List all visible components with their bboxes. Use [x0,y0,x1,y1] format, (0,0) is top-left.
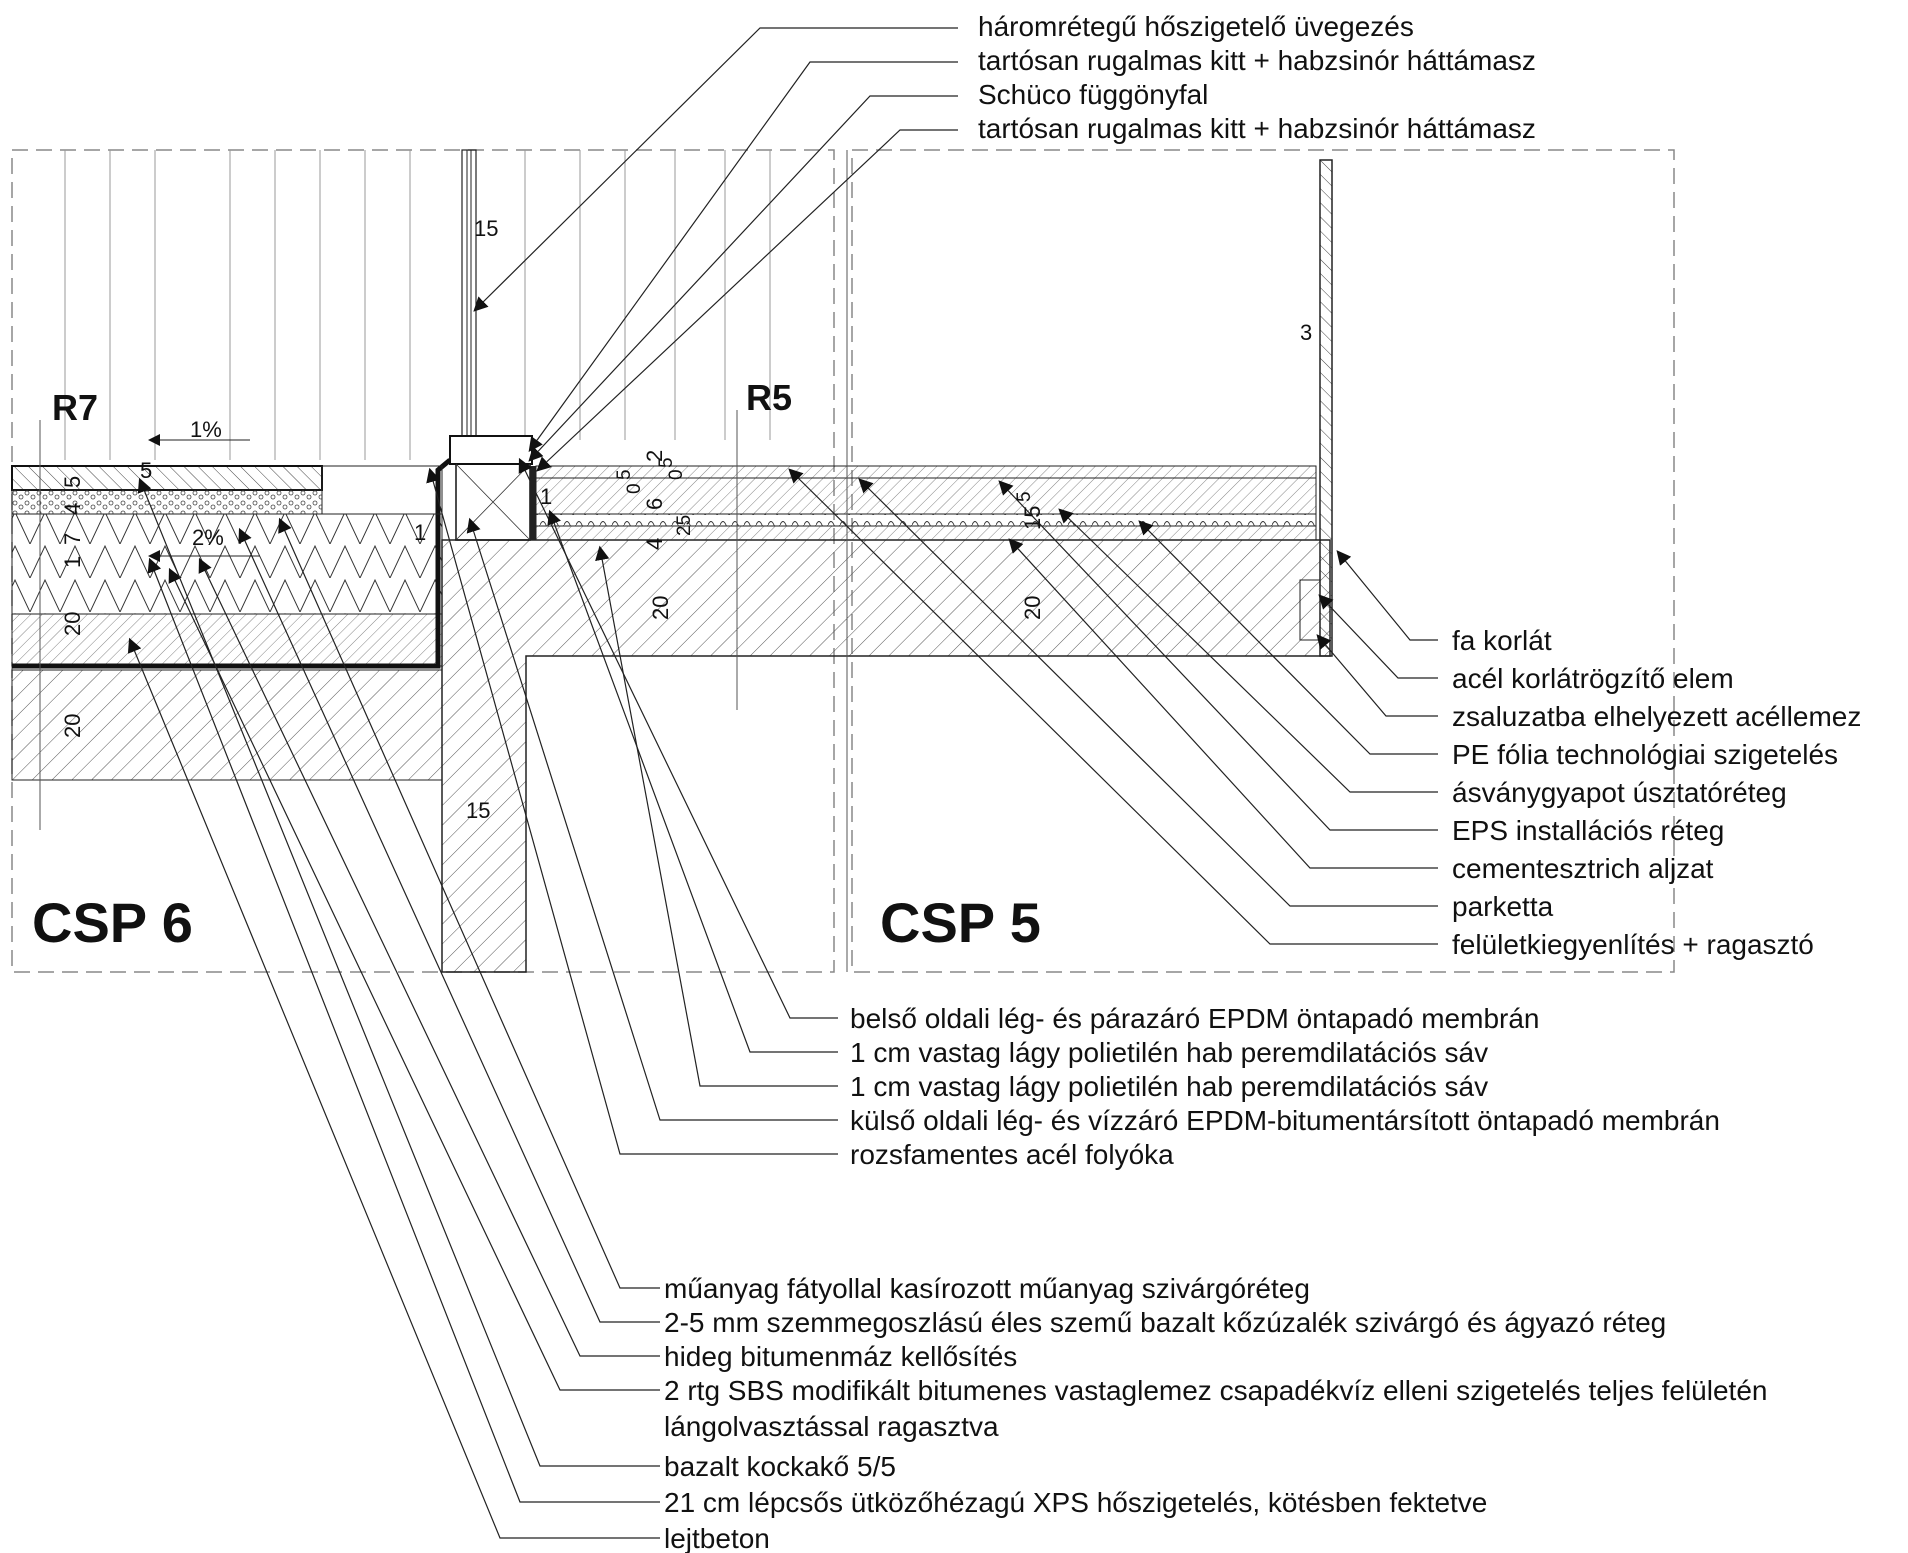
dim-left-5b: 5 [60,476,85,488]
label-bottom-4: 2 rtg SBS modifikált bitumenes vastaglem… [664,1375,1767,1406]
label-bottom-2: 2-5 mm szemmegoszlású éles szemű bazalt … [664,1307,1666,1338]
dim-mid-0a: 0 [624,483,645,494]
dim-right-15: 15 [1020,506,1045,530]
section-r7-label: R7 [52,387,98,428]
dim-mid-2: 2 [642,450,667,462]
label-top-4: tartósan rugalmas kitt + habzsinór háttá… [978,113,1536,144]
label-top-1: háromrétegű hőszigetelő üvegezés [978,11,1414,42]
label-right-1: fa korlát [1452,625,1552,656]
section-csp5-label: CSP 5 [880,891,1041,954]
dim-mid-4: 4 [642,538,667,550]
section-r5-label: R5 [746,377,792,418]
dim-step-1: 1 [414,520,426,545]
label-right-7: cementesztrich aljzat [1452,853,1714,884]
label-middle-1: belső oldali lég- és párazáró EPDM öntap… [850,1003,1540,1034]
dim-gap-1: 1 [540,484,552,509]
section-csp6-label: CSP 6 [32,891,193,954]
label-right-3: zsaluzatba elhelyezett acéllemez [1452,701,1861,732]
interior-floor-buildup [535,465,1317,541]
dim-right-20: 20 [1020,596,1045,620]
label-middle-5: rozsfamentes acél folyóka [850,1139,1174,1170]
label-top-2: tartósan rugalmas kitt + habzsinór háttá… [978,45,1536,76]
dim-right-5: 5 [1014,491,1035,502]
label-middle-3: 1 cm vastag lágy polietilén hab peremdil… [850,1071,1488,1102]
csp5-frame [851,149,1675,973]
label-bottom-1: műanyag fátyollal kasírozott műanyag szi… [664,1273,1310,1304]
slope-lower-label: 2% [192,525,224,550]
label-right-4: PE fólia technológiai szigetelés [1452,739,1838,770]
leader-lines [127,27,1438,1539]
label-top-3: Schüco függönyfal [978,79,1208,110]
label-right-9: felületkiegyenlítés + ragasztó [1452,929,1814,960]
label-bottom-5: lángolvasztással ragasztva [664,1411,999,1442]
terrace-buildup [11,458,452,781]
timber-railing [1299,159,1333,657]
label-right-5: ásványgyapot úsztatóréteg [1452,777,1787,808]
dim-left-20b: 20 [60,714,85,738]
curtain-wall-glazing [449,149,536,541]
dim-left-1: 1 [60,556,85,568]
reference-lines [39,150,848,972]
dim-mid-5a: 5 [614,469,635,480]
label-right-8: parketta [1452,891,1554,922]
slope-upper-label: 1% [190,417,222,442]
label-bottom-8: lejtbeton [664,1523,770,1553]
label-middle-4: külső oldali lég- és vízzáró EPDM-bitume… [850,1105,1720,1136]
dim-mid-0b: 0 [666,469,687,480]
dim-left-4: 4 [60,503,85,515]
label-bottom-3: hideg bitumenmáz kellősítés [664,1341,1017,1372]
dim-left-7: 7 [60,533,85,545]
label-bottom-6: bazalt kockakő 5/5 [664,1451,896,1482]
label-right-6: EPS installációs réteg [1452,815,1724,846]
label-right-2: acél korlátrögzítő elem [1452,663,1734,694]
slope-arrows [148,434,260,562]
label-middle-2: 1 cm vastag lágy polietilén hab peremdil… [850,1037,1488,1068]
dim-glass-width: 15 [474,216,498,241]
background-gridlines [64,150,771,460]
dim-rail-3: 3 [1300,320,1312,345]
dim-mid-25: 25 [674,515,695,536]
dim-mid-6: 6 [642,498,667,510]
dim-mid-5b: 5 [656,457,677,468]
dim-mid-20: 20 [648,596,673,620]
label-bottom-7: 21 cm lépcsős ütközőhézagú XPS hőszigete… [664,1487,1487,1518]
dim-left-5a: 5 [140,458,152,483]
dim-left-20a: 20 [60,612,85,636]
dim-wall-width: 15 [466,798,490,823]
